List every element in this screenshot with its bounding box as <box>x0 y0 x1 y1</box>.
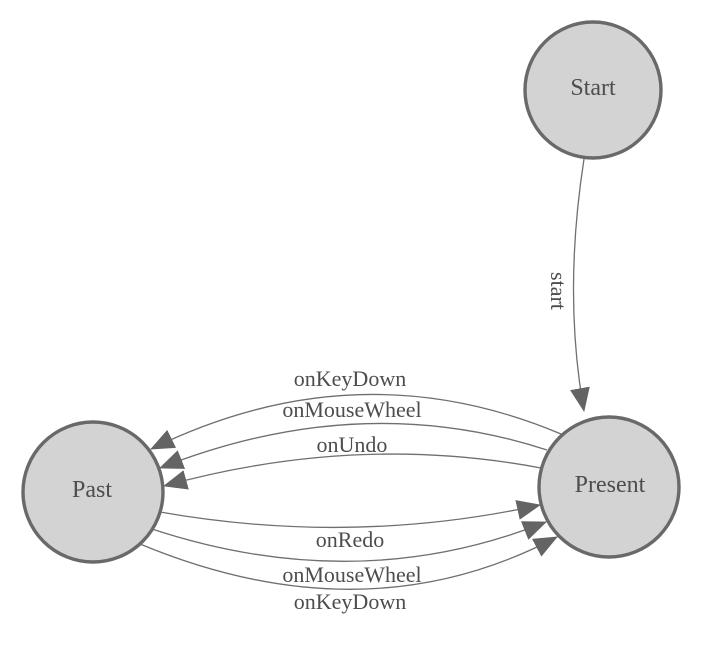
edge-label-start: start <box>546 272 571 310</box>
edge-label-onkeydown-bottom: onKeyDown <box>294 589 406 614</box>
state-node-start-label: Start <box>570 75 616 101</box>
edge-past-to-present-onkeydown <box>139 536 558 590</box>
edge-label-onredo: onRedo <box>316 527 384 552</box>
edge-label-onkeydown-top: onKeyDown <box>294 366 406 391</box>
edge-present-to-past-onkeydown <box>150 393 562 450</box>
edge-start-to-present <box>570 158 590 412</box>
edge-label-onundo: onUndo <box>317 432 388 457</box>
state-node-present-circle[interactable] <box>537 415 681 559</box>
edge-label-onmousewheel-top: onMouseWheel <box>282 397 421 422</box>
state-node-present: Present <box>537 415 681 559</box>
edge-label-onmousewheel-bottom: onMouseWheel <box>282 562 421 587</box>
edge-past-to-present-onredo <box>159 500 541 529</box>
edge-present-to-past-onmousewheel <box>159 422 548 469</box>
edge-past-to-present-onmousewheel <box>151 521 547 562</box>
state-node-start: Start <box>523 20 663 160</box>
state-node-present-label: Present <box>575 472 646 498</box>
state-node-start-circle[interactable] <box>523 20 663 160</box>
edge-present-to-past-onundo <box>163 453 542 490</box>
state-node-past-label: Past <box>72 477 112 503</box>
state-node-past-circle[interactable] <box>21 420 165 564</box>
state-node-past: Past <box>21 420 165 564</box>
